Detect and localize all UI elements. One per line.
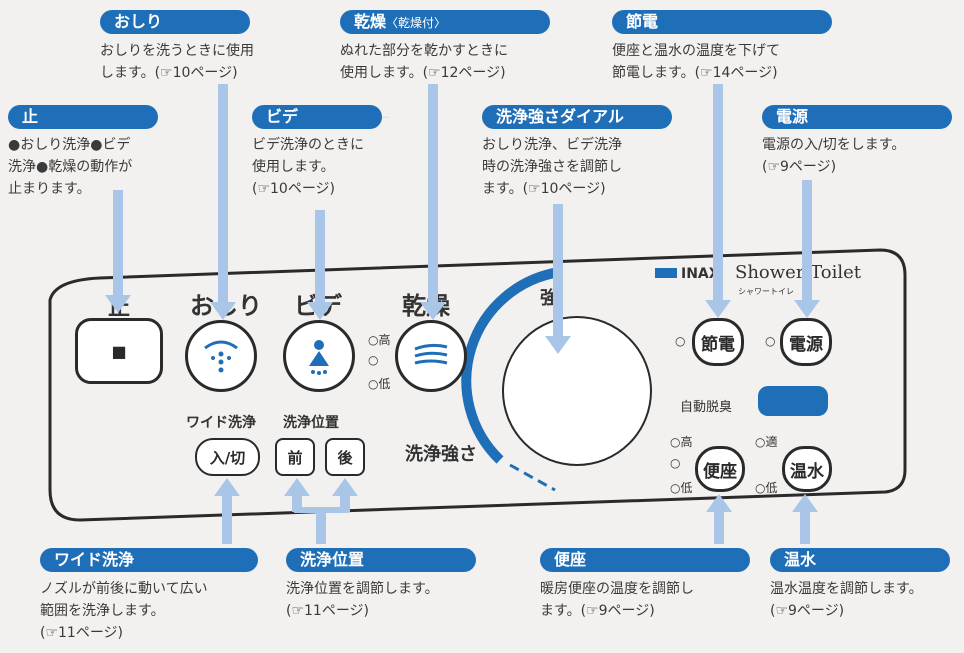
onsui-lamp-low: ○低 — [755, 481, 778, 495]
benza-button[interactable]: 便座 — [695, 446, 745, 492]
setsuden-lamp: ○ — [675, 334, 686, 348]
inax-logo-icon — [655, 268, 677, 278]
desc-benza: 暖房便座の温度を調節し ます。(☞9ページ) — [540, 581, 694, 619]
arrow-position-stem — [316, 512, 326, 544]
desc-ichi: 洗浄位置を調節します。 (☞11ページ) — [286, 581, 439, 619]
arrow-setsuden — [705, 84, 731, 318]
tag-setsuden: 節電 — [612, 10, 832, 34]
dial-arc — [461, 267, 561, 464]
brand-sub: シャワートイレ — [738, 287, 794, 296]
desc-bide: ビデ洗浄のときに 使用します。 (☞10ページ) — [252, 137, 364, 197]
tag-kansou-sub: 〈乾燥付〉 — [386, 16, 447, 30]
desc-oshiri: おしりを洗うときに使用 します。(☞10ページ) — [100, 43, 254, 81]
arrow-benza — [706, 494, 732, 544]
arrow-back — [332, 478, 358, 512]
onsui-button[interactable]: 温水 — [782, 446, 832, 492]
tag-tome: 止 — [8, 105, 158, 129]
dengen-lamp: ○ — [765, 334, 776, 348]
tag-wide: ワイド洗浄 — [40, 548, 258, 572]
desc-onsui: 温水温度を調節します。 (☞9ページ) — [770, 581, 923, 619]
benza-lamp-high: ○高 — [670, 435, 693, 449]
oshiri-button[interactable] — [185, 320, 257, 392]
tag-dial: 洗浄強さダイアル — [482, 105, 672, 129]
desc-tome: ●おしり洗浄●ビデ 洗浄●乾燥の動作が 止まります。 — [8, 137, 133, 197]
tag-benza: 便座 — [540, 548, 750, 572]
arrow-front — [284, 478, 310, 512]
desc-kansou: ぬれた部分を乾かすときに 使用します。(☞12ページ) — [340, 43, 508, 81]
kansou-lamp-low: ○低 — [368, 377, 391, 391]
benza-lamp-low: ○低 — [670, 481, 693, 495]
tag-onsui: 温水 — [770, 548, 950, 572]
brand-inax: INAX — [655, 266, 720, 282]
wide-toggle-button[interactable]: 入/切 — [195, 438, 260, 476]
tome-button[interactable]: ■ — [75, 318, 163, 384]
benza-lamp-mid: ○ — [670, 456, 681, 470]
position-back-button[interactable]: 後 — [325, 438, 365, 476]
kansou-lamp-high: ○高 — [368, 333, 391, 347]
dryer-wind-icon — [414, 343, 448, 365]
panel-label-wide: ワイド洗浄 — [186, 415, 256, 431]
tag-ichi: 洗浄位置 — [286, 548, 476, 572]
arrow-oshiri — [210, 84, 236, 320]
kansou-button[interactable] — [395, 320, 467, 392]
deodorize-indicator — [758, 386, 828, 416]
brand-shower-toilet: Shower Toilet — [735, 262, 861, 283]
kansou-lamp-mid: ○ — [368, 353, 379, 367]
brand-inax-text: INAX — [681, 266, 720, 282]
stop-icon: ■ — [111, 341, 127, 361]
desc-setsuden: 便座と温水の温度を下げて 節電します。(☞14ページ) — [612, 43, 780, 81]
desc-dial: おしり洗浄、ビデ洗浄 時の洗浄強さを調節し ます。(☞10ページ) — [482, 137, 622, 197]
arrow-bide — [307, 210, 333, 320]
desc-dengen: 電源の入/切をします。 (☞9ページ) — [762, 137, 906, 175]
oshiri-spray-icon — [204, 340, 238, 373]
position-front-button[interactable]: 前 — [275, 438, 315, 476]
bide-button[interactable] — [283, 320, 355, 392]
arrow-kansou — [420, 84, 446, 320]
dial-label-strength: 洗浄強さ — [405, 444, 477, 465]
label-deodorize: 自動脱臭 — [680, 400, 733, 415]
onsui-lamp-tekido: ○適 — [755, 435, 778, 449]
arrow-dial — [545, 204, 571, 354]
bide-person-icon — [309, 340, 329, 375]
strength-dial[interactable] — [502, 316, 652, 466]
tag-dengen: 電源 — [762, 105, 952, 129]
dengen-button[interactable]: 電源 — [780, 318, 832, 366]
setsuden-button[interactable]: 節電 — [692, 318, 744, 366]
tag-kansou: 乾燥〈乾燥付〉 — [340, 10, 550, 34]
arrow-onsui — [792, 494, 818, 544]
panel-label-position: 洗浄位置 — [283, 415, 339, 431]
desc-wide: ノズルが前後に動いて広い 範囲を洗浄します。 (☞11ページ) — [40, 581, 208, 641]
arrow-dengen — [794, 180, 820, 318]
arrow-tome — [105, 190, 131, 313]
tag-bide: ビデ — [252, 105, 382, 129]
tag-kansou-label: 乾燥 — [354, 12, 387, 31]
arrow-wide — [214, 478, 240, 544]
tag-oshiri: おしり — [100, 10, 250, 34]
